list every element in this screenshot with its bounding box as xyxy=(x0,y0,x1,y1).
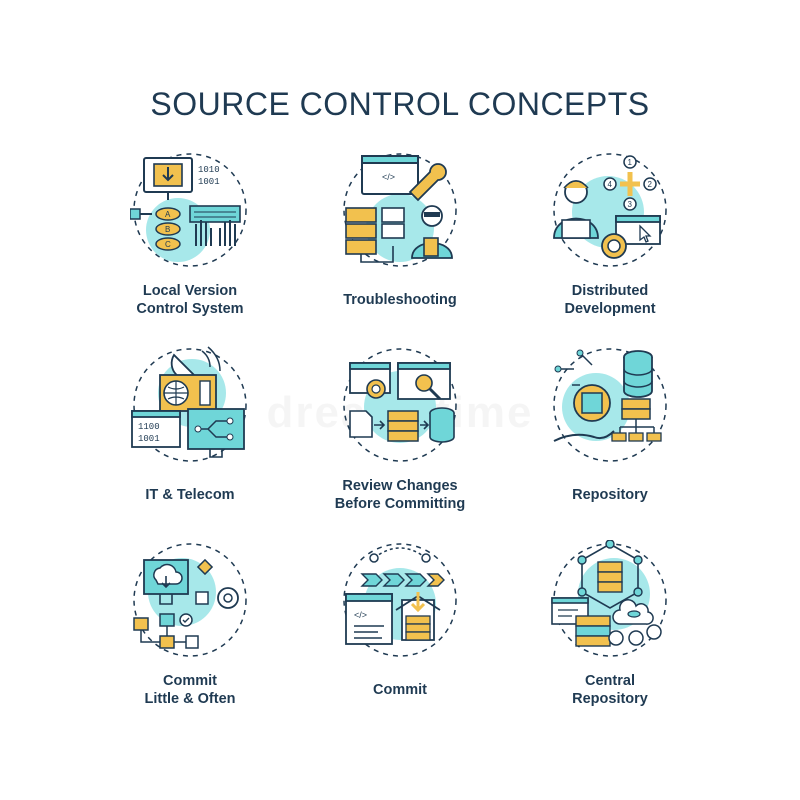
concept-label: Central Repository xyxy=(572,673,648,707)
concept-card-central-repository: Central Repository xyxy=(500,540,720,740)
local-version-control-icon: 1010 1001 A B C xyxy=(130,153,247,267)
concept-label: Commit xyxy=(373,682,427,698)
concept-label: Repository xyxy=(572,487,648,503)
num-1-text: 1 xyxy=(628,158,633,167)
review-changes-icon xyxy=(343,348,457,462)
concept-card-commit: </> Commit xyxy=(290,540,510,740)
concept-card-it-telecom: 1100 1001 IT & Telecom xyxy=(80,345,300,545)
distributed-development-icon: 1 2 3 4 xyxy=(553,153,667,267)
concept-card-commit-little-often: Commit Little & Often xyxy=(80,540,300,740)
it-telecom-icon: 1100 1001 xyxy=(131,346,247,462)
concept-label: Troubleshooting xyxy=(343,292,457,308)
concept-label: Local Version Control System xyxy=(136,283,244,317)
concept-card-review-changes: Review Changes Before Committing xyxy=(290,345,510,545)
it-binary-text-1: 1100 xyxy=(138,422,160,432)
troubleshooting-icon: </> xyxy=(343,153,457,267)
num-2-text: 2 xyxy=(648,180,653,189)
code-tag-text: </> xyxy=(382,172,395,182)
concept-card-troubleshooting: </> Troubleshooting xyxy=(290,150,510,350)
concept-card-local-version-control: 1010 1001 A B C Local Version Control Sy… xyxy=(80,150,300,350)
concept-label: Distributed Development xyxy=(564,283,656,317)
page-title: SOURCE CONTROL CONCEPTS xyxy=(150,86,650,122)
concept-label: Commit Little & Often xyxy=(144,673,236,707)
abc-b-text: B xyxy=(165,225,170,234)
footer-bar xyxy=(0,760,800,800)
num-3-text: 3 xyxy=(628,200,633,209)
num-4-text: 4 xyxy=(608,180,613,189)
binary-text-1: 1010 xyxy=(198,165,220,175)
binary-text-2: 1001 xyxy=(198,177,220,187)
abc-c-text: C xyxy=(165,240,171,249)
concept-card-repository: Repository xyxy=(500,345,720,545)
central-repository-icon xyxy=(551,540,667,657)
it-binary-text-2: 1001 xyxy=(138,434,160,444)
concept-card-distributed-development: 1 2 3 4 Distributed Development xyxy=(500,150,720,350)
commit-little-often-icon xyxy=(133,543,247,657)
concept-label: Review Changes Before Committing xyxy=(334,478,466,512)
abc-a-text: A xyxy=(165,210,171,219)
commit-code-tag-text: </> xyxy=(354,610,367,620)
commit-icon: </> xyxy=(343,543,457,657)
repository-icon xyxy=(553,348,667,462)
concept-label: IT & Telecom xyxy=(145,487,235,503)
